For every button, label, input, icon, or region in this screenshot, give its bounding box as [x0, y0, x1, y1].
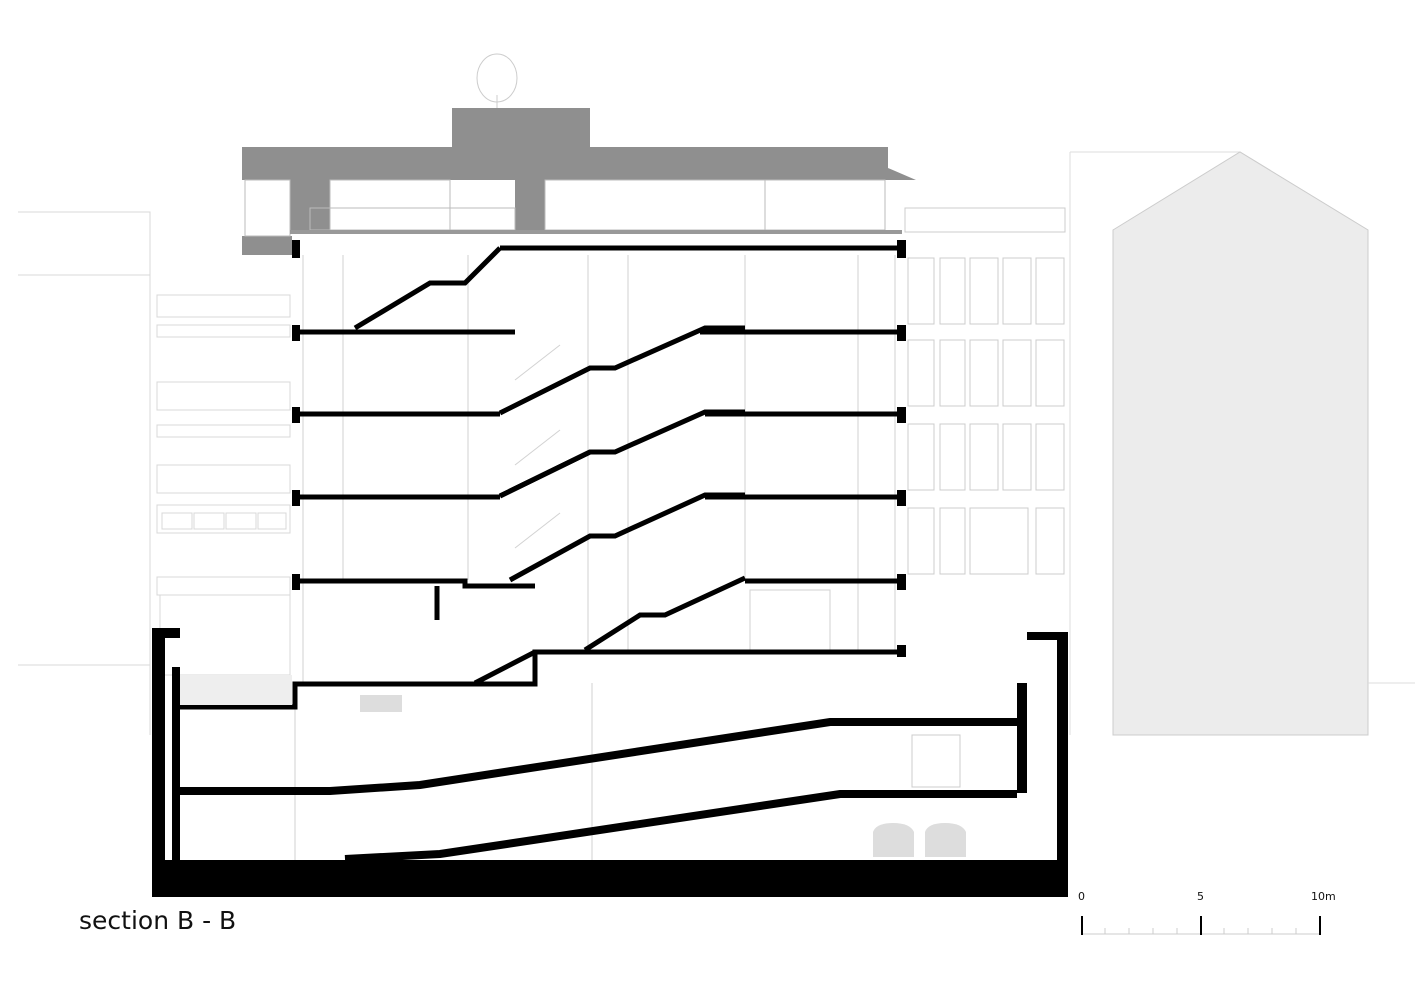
right-neighbor-building — [904, 151, 1415, 788]
floor-slabs — [180, 245, 905, 710]
scale-bar — [1081, 916, 1321, 935]
drawing-title: section B - B — [79, 906, 237, 935]
tree-icon — [476, 53, 518, 110]
interior-elevation-lines — [294, 255, 896, 860]
car-icon — [873, 823, 966, 857]
stairs — [353, 246, 747, 686]
left-neighbor-building — [18, 211, 291, 735]
slab-ends — [290, 230, 906, 657]
scale-label-0: 0 — [1078, 890, 1085, 903]
scale-label-5: 5 — [1197, 890, 1204, 903]
ramps — [180, 718, 1017, 863]
basement — [152, 628, 1068, 897]
scale-label-10m: 10m — [1311, 890, 1336, 903]
